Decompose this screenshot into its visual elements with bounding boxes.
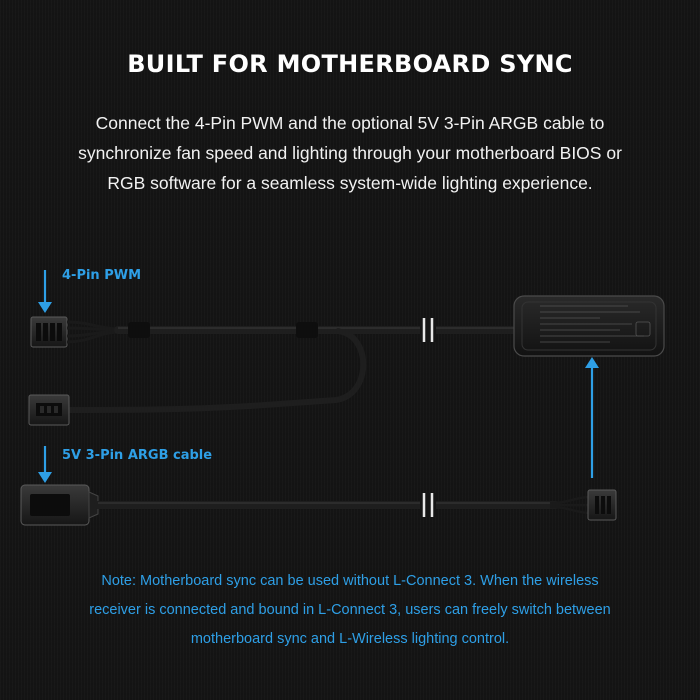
argb-male-connector — [587, 489, 617, 521]
fan-connector — [28, 394, 70, 426]
argb-label: 5V 3-Pin ARGB cable — [62, 448, 213, 463]
controller-box — [513, 295, 665, 357]
branch-cable — [65, 328, 367, 413]
note-line: Note: Motherboard sync can be used witho… — [101, 573, 599, 589]
break-mark-icon — [420, 493, 436, 517]
cable-sleeve-clip — [296, 322, 318, 338]
cable-sleeve-clip — [128, 322, 150, 338]
pwm-wires — [66, 320, 121, 344]
note-line: motherboard sync and L-Wireless lighting… — [190, 631, 510, 647]
argb-female-connector — [20, 484, 99, 526]
arrow-up-icon — [585, 357, 599, 478]
description-line: Connect the 4-Pin PWM and the optional 5… — [95, 113, 605, 133]
pwm-connector — [30, 316, 68, 348]
arrow-down-icon — [38, 270, 52, 313]
description-line: synchronize fan speed and lighting throu… — [78, 143, 622, 163]
argb-wires — [549, 495, 591, 515]
description: Connect the 4-Pin PWM and the optional 5… — [20, 108, 680, 198]
description-line: RGB software for a seamless system-wide … — [107, 173, 593, 193]
note-text: Note: Motherboard sync can be used witho… — [10, 567, 690, 654]
arrow-down-icon — [38, 446, 52, 483]
note-line: receiver is connected and bound in L-Con… — [89, 602, 611, 618]
pwm-label: 4-Pin PWM — [62, 268, 142, 283]
break-mark-icon — [420, 318, 436, 342]
page-title: BUILT FOR MOTHERBOARD SYNC — [127, 50, 573, 78]
